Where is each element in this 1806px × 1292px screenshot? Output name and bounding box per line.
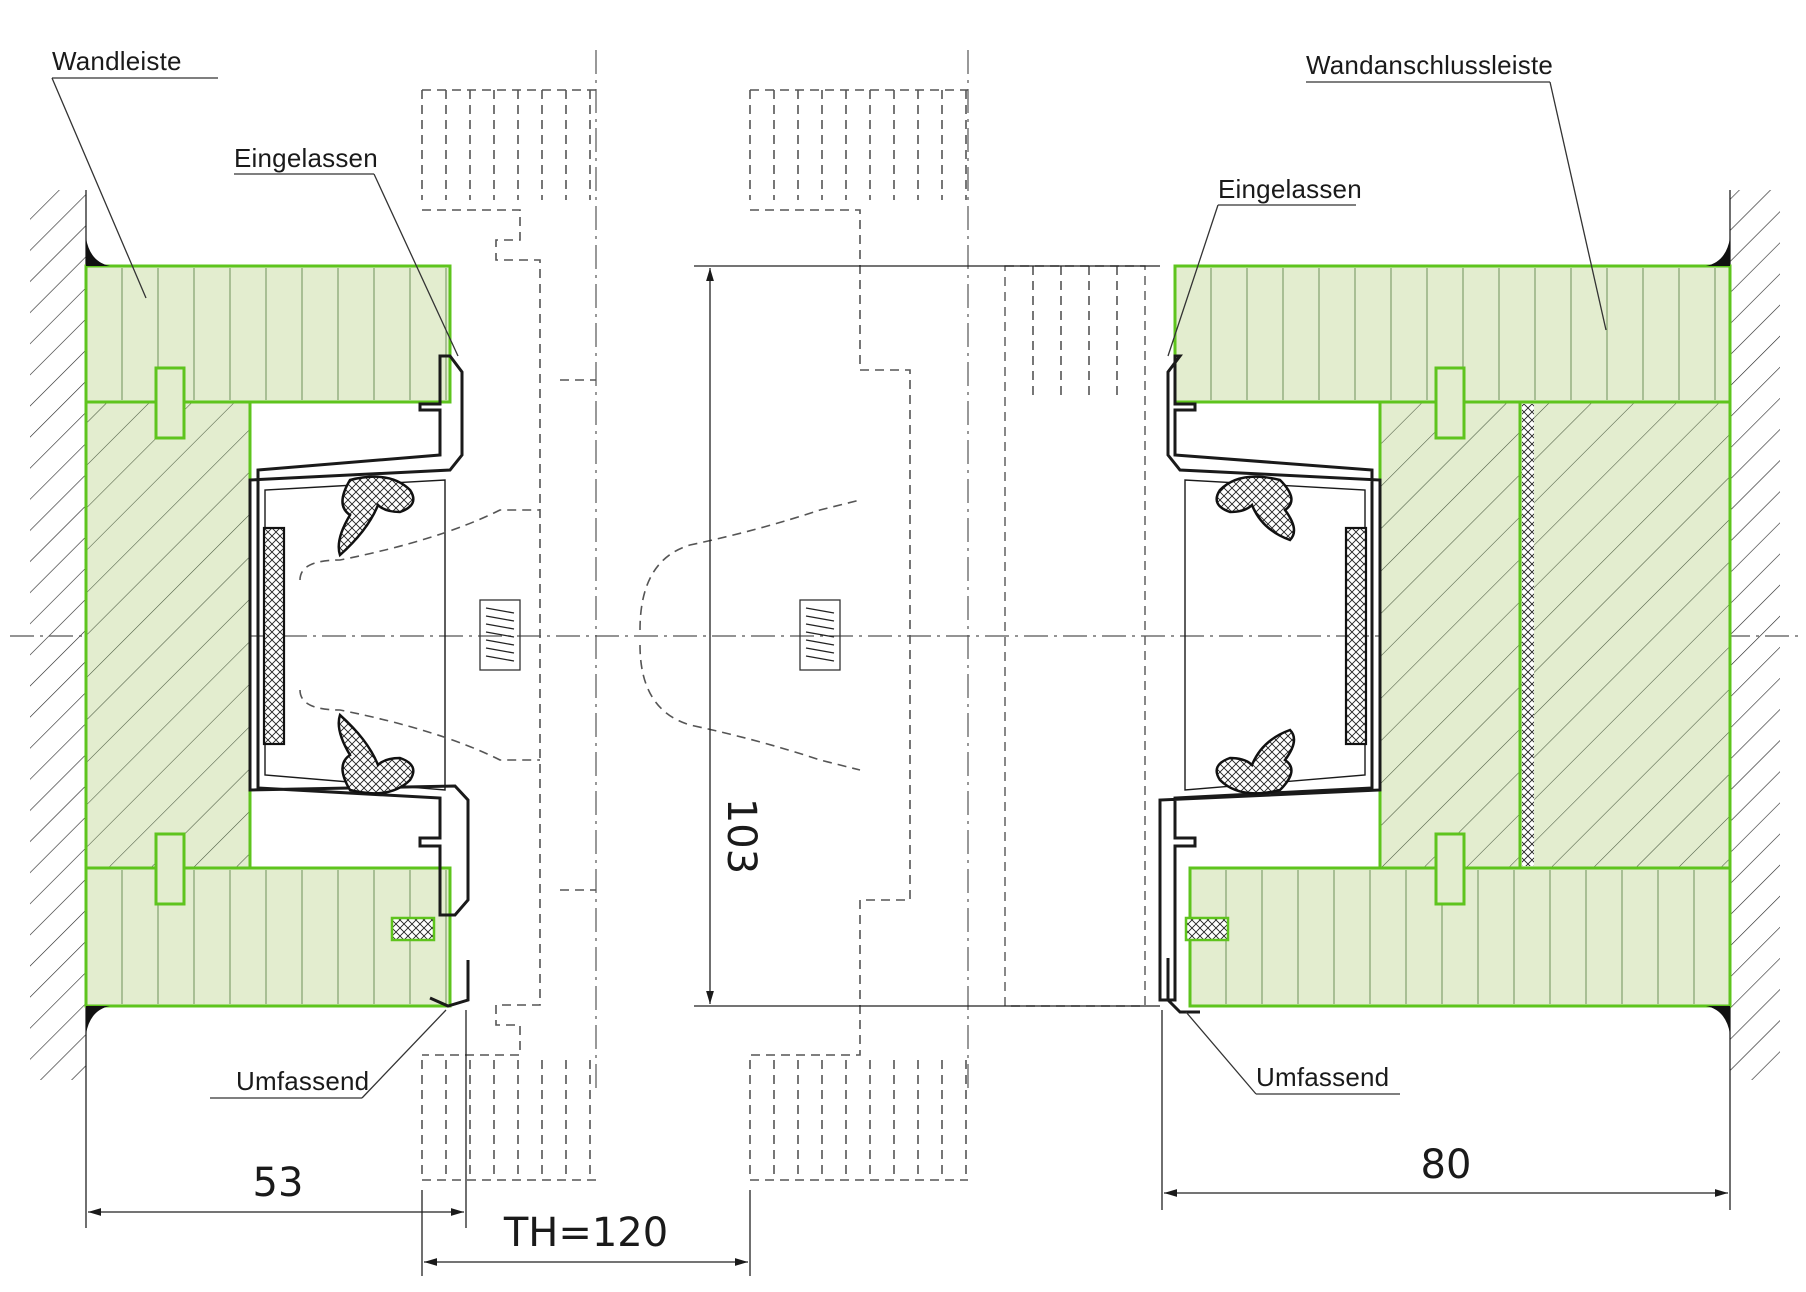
dimension-door-thickness-value: TH=120	[503, 1210, 668, 1256]
label-umfassend-left: Umfassend	[236, 1066, 369, 1096]
screw-thread-line	[485, 631, 515, 638]
screw-thread-line	[805, 631, 835, 638]
screw-thread-line	[485, 623, 515, 630]
dimension-right-width: 80	[1161, 1010, 1731, 1210]
callout-umfassend-right: Umfassend	[1185, 1011, 1400, 1095]
screw-thread-line	[485, 615, 515, 622]
right-frame	[1173, 238, 1732, 1034]
left-steel-profile	[248, 354, 470, 1008]
label-eingelassen-left: Eingelassen	[234, 143, 378, 173]
screw-thread-line	[485, 607, 515, 614]
screw-thread-line	[805, 607, 835, 614]
left-wall	[30, 190, 87, 1080]
dimension-door-thickness: TH=120	[421, 1190, 751, 1276]
screw-thread-line	[805, 655, 835, 662]
dimension-left-width-value: 53	[253, 1160, 304, 1206]
label-wandanschlussleiste: Wandanschlussleiste	[1306, 50, 1553, 80]
screw-thread-line	[485, 647, 515, 654]
screw-thread-line	[805, 639, 835, 646]
right-wall	[1729, 190, 1780, 1080]
screw-thread-line	[805, 623, 835, 630]
screw-thread-line	[805, 615, 835, 622]
callout-eingelassen-left: Eingelassen	[234, 143, 459, 357]
center-door-leaf-hidden	[639, 50, 1146, 1181]
dimension-right-width-value: 80	[1421, 1142, 1472, 1188]
left-door-leaf-hidden	[299, 50, 597, 1181]
dimension-height-value: 103	[718, 798, 764, 874]
left-frame	[84, 238, 452, 1034]
dimension-height: 103	[694, 265, 1160, 1007]
label-eingelassen-right: Eingelassen	[1218, 174, 1362, 204]
label-umfassend-right: Umfassend	[1256, 1062, 1389, 1092]
screw-thread-line	[485, 639, 515, 646]
dimension-left-width: 53	[85, 1010, 467, 1228]
label-wandleiste: Wandleiste	[52, 46, 182, 76]
screw-thread-line	[485, 655, 515, 662]
right-steel-profile	[1158, 354, 1382, 1014]
screw-thread-line	[805, 647, 835, 654]
callout-eingelassen-right: Eingelassen	[1167, 174, 1362, 357]
callout-umfassend-left: Umfassend	[210, 1009, 447, 1099]
callout-wandleiste: Wandleiste	[51, 46, 218, 299]
callout-wandanschlussleiste: Wandanschlussleiste	[1306, 50, 1607, 331]
